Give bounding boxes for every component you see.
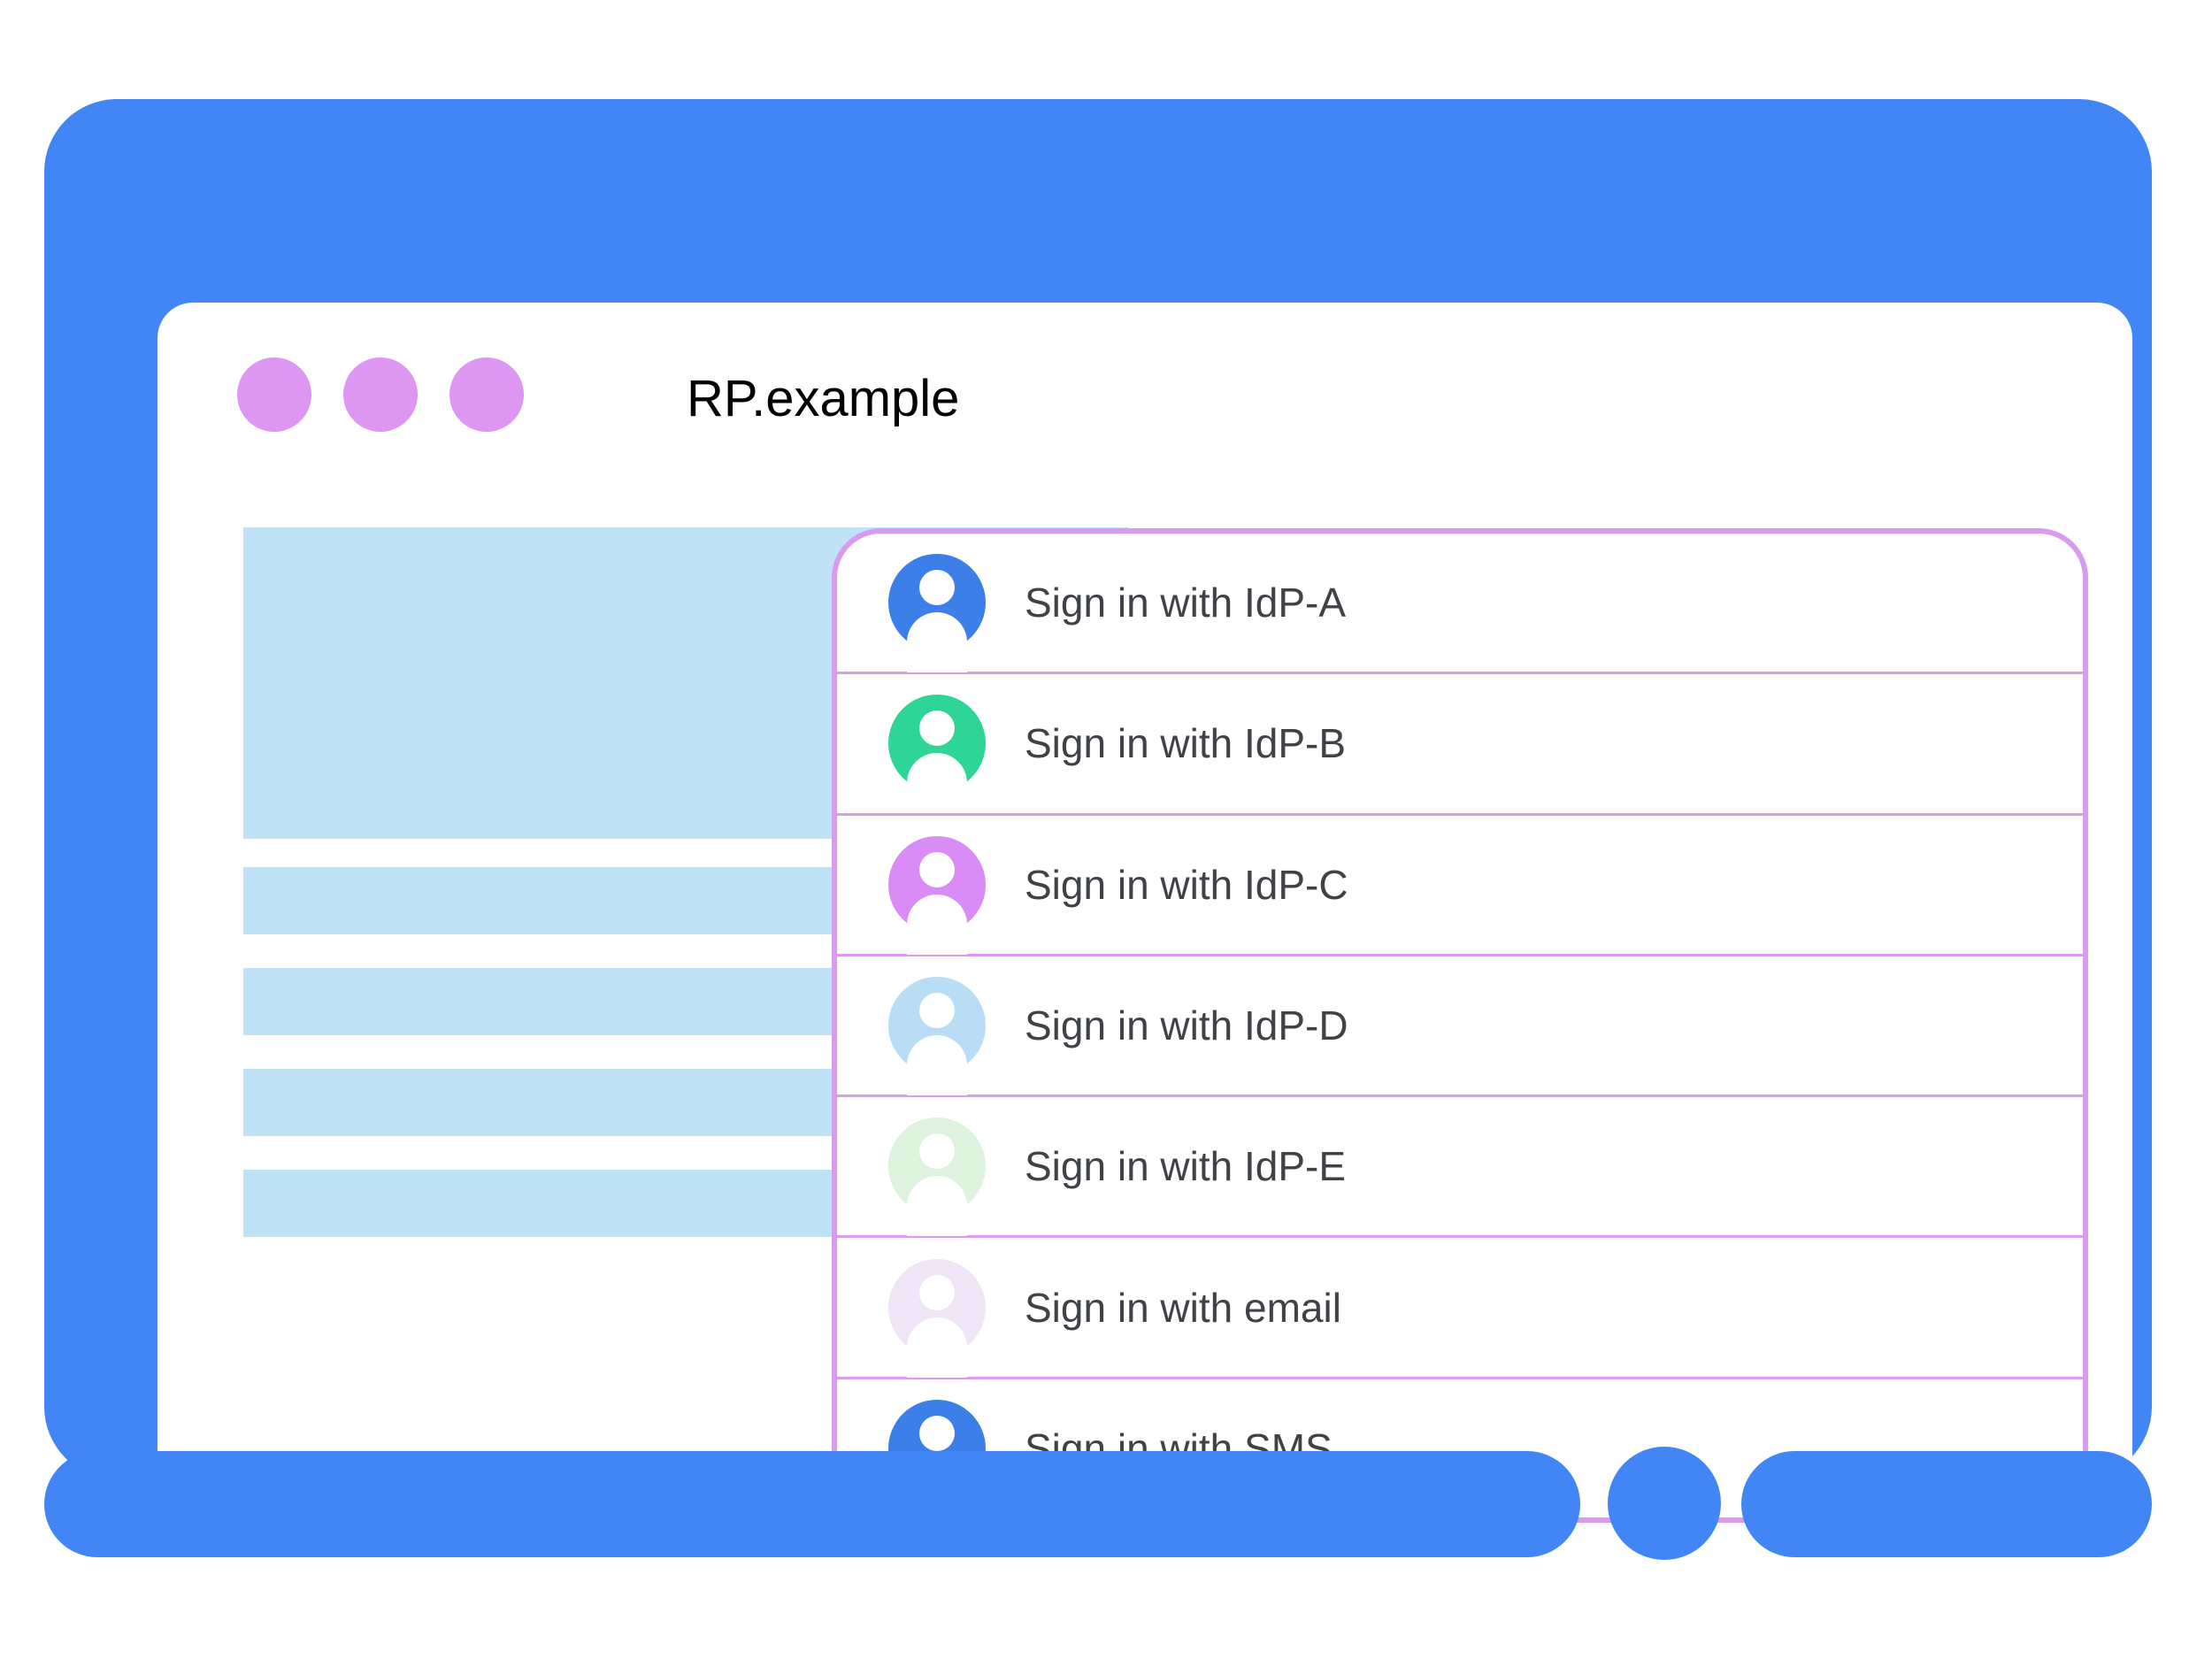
account-chooser-panel: Sign in with IdP-A Sign in with IdP-B Si… [832, 528, 2088, 1523]
avatar-idp-c-icon [888, 835, 986, 933]
account-row-idp-a[interactable]: Sign in with IdP-A [837, 534, 2083, 675]
account-label-email: Sign in with email [1025, 1284, 1341, 1331]
account-label-idp-a: Sign in with IdP-A [1025, 580, 1347, 626]
monitor-stand-right [1741, 1451, 2152, 1557]
account-row-idp-c[interactable]: Sign in with IdP-C [837, 816, 2083, 956]
avatar-email-icon [888, 1258, 986, 1356]
account-list: Sign in with IdP-A Sign in with IdP-B Si… [837, 534, 2083, 1517]
window-controls [237, 357, 524, 432]
account-label-idp-c: Sign in with IdP-C [1025, 861, 1348, 908]
account-label-idp-d: Sign in with IdP-D [1025, 1002, 1348, 1048]
monitor-home-button[interactable] [1608, 1447, 1721, 1560]
account-row-idp-e[interactable]: Sign in with IdP-E [837, 1097, 2083, 1239]
window-dot-minimize-icon[interactable] [343, 357, 418, 432]
window-dot-close-icon[interactable] [237, 357, 311, 432]
monitor-frame: RP.example Sign in with IdP-A [44, 99, 2152, 1578]
account-row-email[interactable]: Sign in with email [837, 1238, 2083, 1379]
account-label-idp-b: Sign in with IdP-B [1025, 720, 1347, 767]
avatar-idp-e-icon [888, 1118, 986, 1216]
page-title: RP.example [687, 370, 960, 427]
monitor-stand-left [44, 1451, 1580, 1557]
account-row-idp-d[interactable]: Sign in with IdP-D [837, 956, 2083, 1098]
avatar-idp-b-icon [888, 695, 986, 793]
account-label-idp-e: Sign in with IdP-E [1025, 1143, 1347, 1190]
window-dot-maximize-icon[interactable] [449, 357, 524, 432]
avatar-idp-a-icon [888, 554, 986, 652]
avatar-idp-d-icon [888, 976, 986, 1074]
window-titlebar: RP.example [157, 303, 2132, 476]
account-row-idp-b[interactable]: Sign in with IdP-B [837, 674, 2083, 816]
screen: RP.example Sign in with IdP-A [157, 303, 2132, 1578]
